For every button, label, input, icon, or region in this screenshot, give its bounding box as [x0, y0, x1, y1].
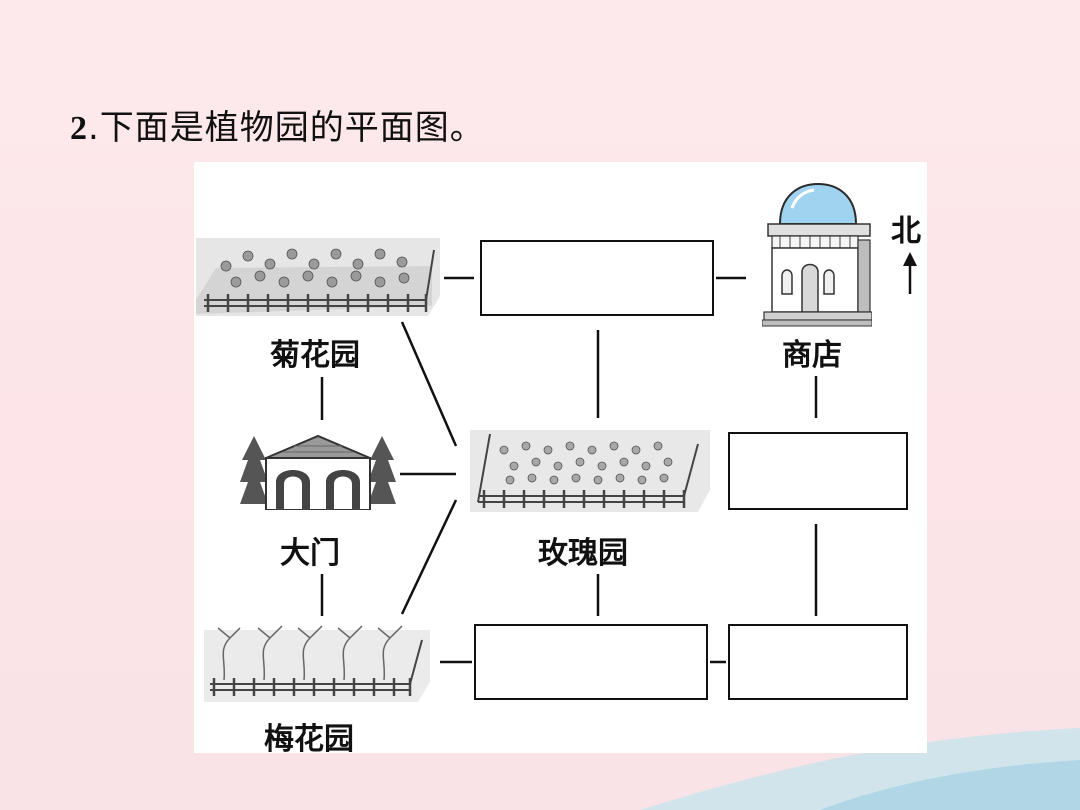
rose-garden-label: 玫瑰园 [538, 536, 628, 571]
answer-box-right-middle[interactable] [728, 432, 908, 510]
main-gate-icon [240, 434, 396, 510]
answer-box-bottom-right[interactable] [728, 624, 908, 700]
answer-box-top[interactable] [480, 240, 714, 316]
garden-map: 菊花园 商店 北 大门 [194, 162, 927, 757]
question-text: 2.下面是植物园的平面图。 [70, 100, 485, 149]
answer-box-bottom-middle[interactable] [474, 624, 708, 700]
connector-lines [320, 252, 917, 664]
rose-garden-icon [470, 430, 710, 512]
main-gate-label: 大门 [280, 536, 340, 571]
question-body: .下面是植物园的平面图。 [88, 108, 485, 148]
plum-garden-icon [204, 625, 430, 702]
chrysanthemum-garden-label: 菊花园 [270, 338, 360, 373]
question-number: 2 [70, 110, 88, 147]
plum-garden-label: 梅花园 [264, 722, 354, 757]
chrysanthemum-garden-icon [196, 238, 440, 316]
north-label: 北 [891, 214, 921, 249]
shop-building-icon [762, 182, 872, 327]
shop-label: 商店 [782, 338, 842, 373]
